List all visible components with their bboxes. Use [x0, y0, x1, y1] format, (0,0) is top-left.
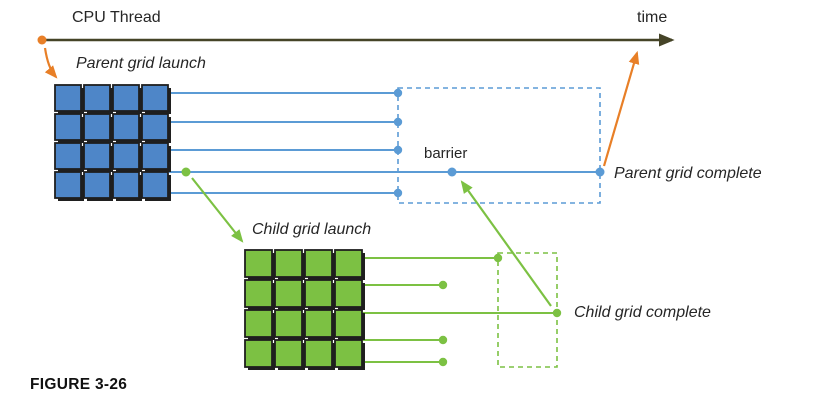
- child-grid-cell: [334, 249, 363, 278]
- parent-grid-cell: [54, 171, 82, 199]
- child-grid-launch-label: Child grid launch: [252, 221, 371, 238]
- parent-grid-cell: [54, 113, 82, 141]
- child-grid-cell: [244, 309, 273, 338]
- timeline-start-dot: [37, 35, 47, 45]
- parent-grid-cell: [141, 113, 169, 141]
- child-thread-end-dot: [438, 280, 448, 290]
- child-grid-cell: [244, 249, 273, 278]
- parent-grid-cell: [83, 84, 111, 112]
- child-launch-arrow: [191, 177, 244, 243]
- child-grid-cell: [334, 339, 363, 368]
- parent-grid-cell: [141, 171, 169, 199]
- parent-thread-end-dot: [393, 117, 403, 127]
- parent-grid-complete-label: Parent grid complete: [614, 165, 762, 182]
- child-grid: [244, 249, 365, 370]
- child-grid-cell: [334, 279, 363, 308]
- child-grid-cell: [304, 249, 333, 278]
- child-grid-cell: [304, 339, 333, 368]
- parent-grid-cell: [83, 171, 111, 199]
- parent-thread-lines: [169, 88, 600, 198]
- child-thread-end-dot: [438, 335, 448, 345]
- child-complete-dot: [552, 308, 562, 318]
- parent-launch-arrow: [43, 47, 58, 79]
- child-grid-cell: [274, 279, 303, 308]
- child-grid-cell: [304, 279, 333, 308]
- parent-complete-dot: [595, 167, 605, 177]
- child-thread-lines: [363, 253, 562, 367]
- barrier-label: barrier: [424, 145, 467, 162]
- child-thread-end-dot: [438, 357, 448, 367]
- parent-thread-end-dot: [393, 88, 403, 98]
- cpu-thread-label: CPU Thread: [72, 9, 161, 26]
- parent-grid: [54, 84, 171, 201]
- parent-grid-cell: [112, 171, 140, 199]
- parent-grid-launch-label: Parent grid launch: [76, 55, 206, 72]
- child-grid-cell: [274, 249, 303, 278]
- child-thread-end-dot: [493, 253, 503, 263]
- parent-pending-region: [397, 87, 601, 204]
- child-grid-cell: [274, 309, 303, 338]
- child-grid-complete-label: Child grid complete: [574, 304, 711, 321]
- child-grid-cell: [244, 339, 273, 368]
- parent-grid-cell: [83, 113, 111, 141]
- child-grid-cell: [244, 279, 273, 308]
- figure-caption: FIGURE 3-26: [30, 376, 127, 393]
- parent-complete-arrow-to-time: [602, 50, 640, 167]
- time-label: time: [637, 9, 667, 26]
- barrier-dot: [447, 167, 457, 177]
- parent-grid-cell: [83, 142, 111, 170]
- child-grid-cell: [274, 339, 303, 368]
- parent-grid-cell: [112, 84, 140, 112]
- child-complete-arrow-to-barrier: [460, 180, 552, 307]
- child-grid-cell: [334, 309, 363, 338]
- parent-thread-end-dot: [393, 188, 403, 198]
- parent-grid-cell: [112, 142, 140, 170]
- parent-grid-cell: [54, 142, 82, 170]
- child-pending-region: [497, 252, 558, 368]
- parent-thread-end-dot: [393, 145, 403, 155]
- child-launch-point-dot: [181, 167, 191, 177]
- child-grid-cell: [304, 309, 333, 338]
- parent-grid-cell: [54, 84, 82, 112]
- parent-grid-cell: [141, 142, 169, 170]
- parent-grid-cell: [141, 84, 169, 112]
- parent-grid-cell: [112, 113, 140, 141]
